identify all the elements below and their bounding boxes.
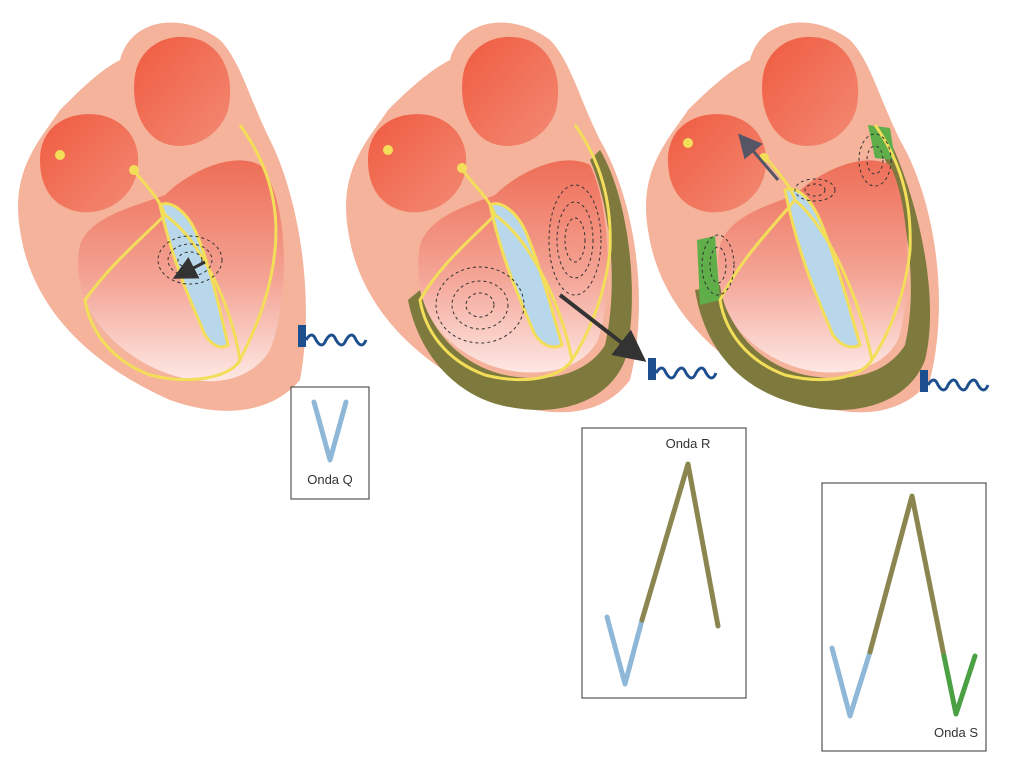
s-wave-label: Onda S [934,725,978,740]
heart-r-phase [346,22,718,413]
av-node [457,163,467,173]
heart-s-phase [646,22,990,413]
depolarized-wall [408,150,632,410]
q-wave-trace [311,399,349,463]
conduction-left [83,171,242,382]
ecg-box-s: Onda S [821,482,987,752]
q-wave-label: Onda Q [307,472,353,487]
late-activation-left [697,236,720,305]
ecg-box-r: Onda R [581,427,747,699]
r-wave-label: Onda R [666,436,711,451]
septum [488,202,564,349]
right-atrium [368,114,467,213]
vector-arrow [738,133,780,181]
vector-arrow [558,293,647,362]
right-atrium [40,114,139,213]
conduction-right [164,124,278,365]
sa-node [683,138,693,148]
av-node [129,165,139,175]
left-atrium [762,36,859,146]
late-activation-base [868,125,895,160]
conduction-right [794,124,912,364]
depolarized-wall [695,130,931,410]
heart-q-phase [18,22,368,411]
vector-arrow [172,257,206,279]
electrode-icon [298,325,368,347]
electrode-icon [920,370,990,392]
dashed-activation-front [435,184,602,344]
electrode-icon [648,358,718,380]
conduction-left [718,159,874,382]
left-atrium [462,36,559,146]
q-wave-trace [604,614,645,687]
septum [783,187,862,349]
sa-node [383,145,393,155]
left-atrium [134,36,231,146]
r-wave-trace [867,493,947,659]
ecg-box-q: Onda Q [290,386,370,500]
conduction-right [494,124,612,364]
conduction-left [418,171,574,382]
sa-node [55,150,65,160]
s-wave-trace [941,653,978,717]
dashed-activation-front [701,133,892,296]
r-wave-trace [639,461,721,629]
q-wave-trace [829,645,873,719]
